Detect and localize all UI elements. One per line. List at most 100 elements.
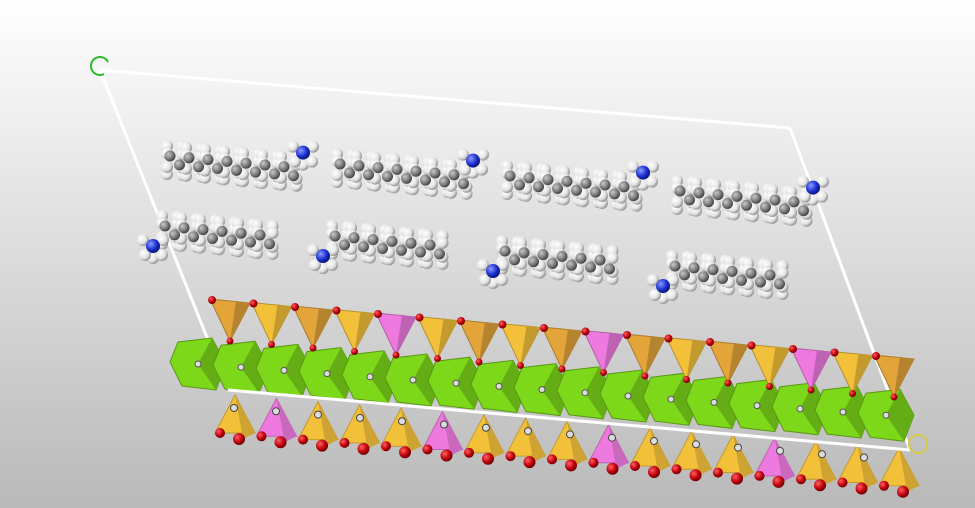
origin-axis-marker[interactable] <box>89 55 109 76</box>
carbon-atom <box>250 166 261 178</box>
oxygen-atom <box>600 369 607 376</box>
hydrogen-atom <box>646 175 658 188</box>
carbon-atom <box>288 170 299 182</box>
hydrogen-atom <box>799 190 811 203</box>
tetrahedron-face <box>396 315 416 355</box>
tetrahedron-face <box>769 346 790 387</box>
carbon-atom <box>688 262 700 274</box>
carbon-atom <box>174 159 185 171</box>
hydrogen-atom <box>307 140 319 153</box>
carbon-atom <box>674 185 686 197</box>
alkylammonium-cation <box>137 210 279 264</box>
hydrogen-atom <box>649 289 661 301</box>
carbon-atom <box>363 169 374 181</box>
alkylammonium-cation <box>307 220 449 274</box>
oxygen-atom <box>268 341 275 348</box>
oxygen-atom <box>440 449 453 462</box>
oxygen-atom <box>339 437 350 448</box>
carbon-atom <box>240 157 252 169</box>
oxygen-atom <box>807 386 815 394</box>
carbon-atom <box>604 263 615 275</box>
carbon-atom <box>764 269 776 281</box>
oxygen-atom <box>374 310 382 318</box>
carbon-atom <box>755 276 766 288</box>
interlayer-atom <box>692 440 700 449</box>
oxygen-atom <box>316 439 328 452</box>
interlayer-atom <box>314 410 322 419</box>
carbon-atom <box>245 236 256 248</box>
oxygen-atom <box>766 383 773 390</box>
oxygen-atom <box>399 446 411 459</box>
interlayer-atom <box>356 413 364 422</box>
end-axis-marker[interactable] <box>908 434 928 454</box>
carbon-atom <box>580 177 592 189</box>
carbon-atom <box>207 233 218 244</box>
carbon-atom <box>372 162 384 174</box>
interlayer-atom <box>230 404 238 412</box>
interlayer-atoms <box>230 404 868 462</box>
carbon-atom <box>609 188 620 200</box>
oxygen-atom <box>357 442 370 455</box>
carbon-atom <box>712 189 724 201</box>
alkylammonium-cation <box>501 160 659 212</box>
hydrogen-atom <box>436 236 449 249</box>
tetrahedron-face <box>437 318 458 359</box>
oxygen-atom <box>215 428 225 438</box>
oxygen-atom <box>754 470 765 481</box>
carbon-atom <box>731 190 743 202</box>
carbon-atom <box>514 179 525 191</box>
oxygen-atom <box>392 351 400 359</box>
oxygen-atom <box>332 306 341 315</box>
hydrogen-atom <box>306 155 318 168</box>
hydroxyl-atom <box>452 379 460 387</box>
oxygen-atom <box>422 444 433 455</box>
nitrogen-atom <box>486 264 500 278</box>
carbon-atom <box>561 175 573 187</box>
carbon-atom <box>221 155 233 167</box>
oxygen-atom <box>890 393 898 401</box>
oxygen-atom <box>689 469 702 482</box>
oxygen-atom <box>457 317 465 325</box>
oxygen-atom <box>565 459 577 472</box>
carbon-atom <box>533 181 544 193</box>
carbon-atom <box>386 235 398 247</box>
tetrahedron-face <box>686 339 707 380</box>
tetrahedron-face <box>728 343 748 383</box>
carbon-atom <box>523 172 535 184</box>
carbon-atom <box>736 274 747 286</box>
hydrogen-atom <box>776 266 789 279</box>
carbon-atom <box>594 254 606 266</box>
carbon-atom <box>745 267 757 279</box>
octahedron-face <box>886 389 914 442</box>
oxygen-atom <box>505 451 516 462</box>
oxygen-atom <box>434 355 441 362</box>
carbon-atom <box>547 258 558 269</box>
alkylammonium-cation <box>671 175 829 227</box>
carbon-atom <box>669 260 681 272</box>
oxygen-atom <box>226 337 234 345</box>
carbon-atom <box>788 196 800 208</box>
carbon-atom <box>741 199 752 211</box>
hydrogen-atom <box>289 155 301 168</box>
interlayer-atom <box>608 433 616 442</box>
carbon-atom <box>618 181 630 193</box>
alkylammonium-cation <box>161 140 319 192</box>
hydroxyl-atom <box>409 376 417 384</box>
interlayer-atom <box>524 427 532 436</box>
hydrogen-atom <box>666 289 678 301</box>
tetrahedron-face <box>313 308 333 348</box>
oxygen-atom <box>581 327 590 336</box>
interlayer-atom <box>566 430 574 439</box>
hydroxyl-atom <box>366 373 374 381</box>
carbon-atom <box>542 174 554 186</box>
oxygen-atom <box>648 466 660 478</box>
hydrogen-atom <box>667 274 679 286</box>
oxygen-atom <box>724 379 732 387</box>
hydrogen-atom <box>139 249 151 261</box>
oxygen-atom <box>731 472 743 485</box>
tetrahedron-face <box>401 408 421 453</box>
oxygen-atom <box>664 334 673 343</box>
hydrogen-atom <box>331 169 343 181</box>
